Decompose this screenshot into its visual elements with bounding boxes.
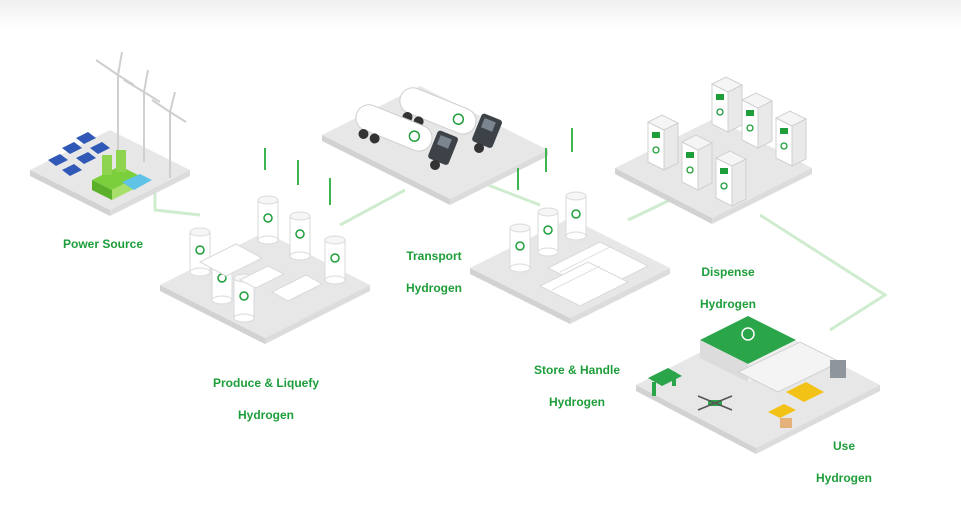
- connector-store-dispense: [627, 198, 671, 222]
- dispense-label-line2: Hydrogen: [699, 297, 756, 311]
- store-label-line2: Hydrogen: [548, 395, 605, 409]
- use-label-line1: Use: [832, 439, 855, 453]
- dispense-label: Dispense Hydrogen: [680, 248, 776, 328]
- transport-label: Transport Hydrogen: [388, 232, 480, 312]
- power-plant-building-icon: [92, 150, 152, 200]
- connector-transport-store: [487, 183, 541, 207]
- transport-label-line1: Transport: [406, 249, 462, 263]
- wind-turbines-icon: [95, 51, 187, 178]
- drone-icon: [697, 395, 733, 411]
- charging-station-icon: [648, 368, 682, 396]
- connector-power-produce: [153, 190, 201, 217]
- storage-racks-icon: [538, 241, 650, 307]
- production-tanks-icon: [189, 148, 346, 323]
- produce-label: Produce & Liquefy Hydrogen: [192, 359, 340, 439]
- use-label: Use Hydrogen: [804, 422, 884, 502]
- top-fade-band: [0, 0, 961, 30]
- transport-label-line2: Hydrogen: [405, 281, 462, 295]
- store-label: Store & Handle Hydrogen: [522, 346, 632, 426]
- produce-label-line2: Hydrogen: [237, 408, 294, 422]
- connector-dispense-use: [759, 213, 888, 332]
- store-label-line1: Store & Handle: [533, 363, 620, 377]
- storage-tanks-icon: [509, 128, 587, 273]
- forklift-icon: [768, 382, 824, 428]
- delivery-truck-icon: [736, 341, 846, 393]
- power-source-label: Power Source: [62, 237, 144, 251]
- solar-panels-icon: [48, 132, 110, 176]
- connector-lines: [153, 183, 888, 332]
- connector-produce-transport: [339, 188, 406, 227]
- dispense-label-line1: Dispense: [701, 265, 755, 279]
- use-label-line2: Hydrogen: [815, 471, 872, 485]
- production-containers-icon: [198, 243, 324, 302]
- produce-label-line1: Produce & Liquefy: [212, 376, 319, 390]
